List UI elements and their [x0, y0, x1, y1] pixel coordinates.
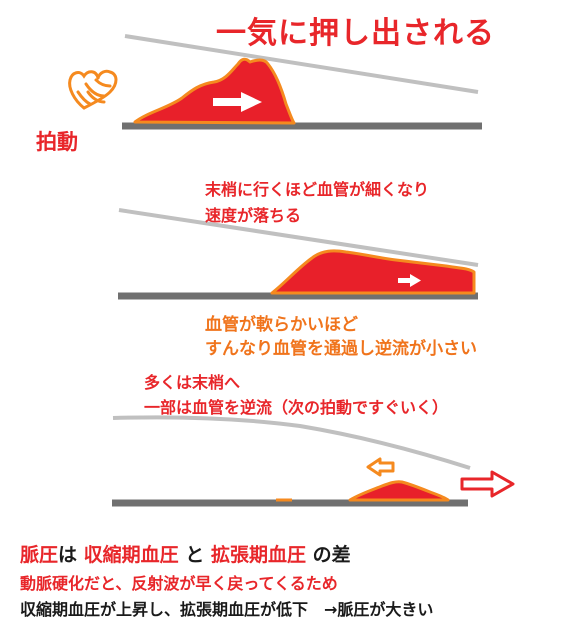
panel-1	[68, 34, 482, 130]
pulse-wave-3	[348, 480, 450, 502]
summary-particle-to: と	[185, 544, 205, 566]
panel-2-note2-line-2: すんなり血管を通過し逆流が小さい	[205, 339, 477, 359]
vessel-wall-upper-3	[112, 415, 471, 470]
summary-particle-wa: は	[58, 544, 78, 566]
panel-3-note-line-1: 多くは末梢へ	[144, 373, 241, 392]
pulse-wave-1	[133, 57, 296, 125]
summary-line-3: 収縮期血圧が上昇し、拡張期血圧が低下 →脈圧が大きい	[20, 600, 434, 619]
panel-3-note-line-2: 一部は血管を逆流（次の拍動ですぐいく）	[144, 398, 449, 417]
summary-line-1: 脈圧は 収縮期血圧 と 拡張期血圧 の差	[20, 540, 351, 567]
forward-arrow	[460, 470, 515, 498]
flow-arrow-2	[398, 274, 421, 287]
heart-icon	[68, 69, 118, 110]
systolic-term: 収縮期血圧	[83, 544, 179, 566]
vessel-wall-upper-1	[124, 34, 479, 94]
pulse-pressure-term: 脈圧	[20, 544, 59, 566]
panel-2	[118, 208, 479, 300]
pulse-wave-2	[270, 249, 476, 295]
summary-difference: の差	[312, 544, 351, 566]
panel-1-title: 一気に押し出される	[216, 16, 495, 51]
heart-label: 拍動	[36, 130, 78, 154]
summary-line-2: 動脈硬化だと、反射波が早く戻ってくるため	[20, 574, 338, 593]
diastolic-term: 拡張期血圧	[210, 544, 306, 566]
panel-3	[112, 415, 515, 507]
panel-2-note-line-2: 速度が落ちる	[205, 206, 302, 225]
vessel-wall-upper-2	[118, 208, 479, 267]
panel-2-note-line-1: 末梢に行くほど血管が細くなり	[205, 180, 430, 199]
flow-arrow-1	[213, 92, 262, 112]
reflected-arrow	[366, 457, 395, 477]
panel-2-note2-line-1: 血管が軟らかいほど	[205, 315, 358, 335]
